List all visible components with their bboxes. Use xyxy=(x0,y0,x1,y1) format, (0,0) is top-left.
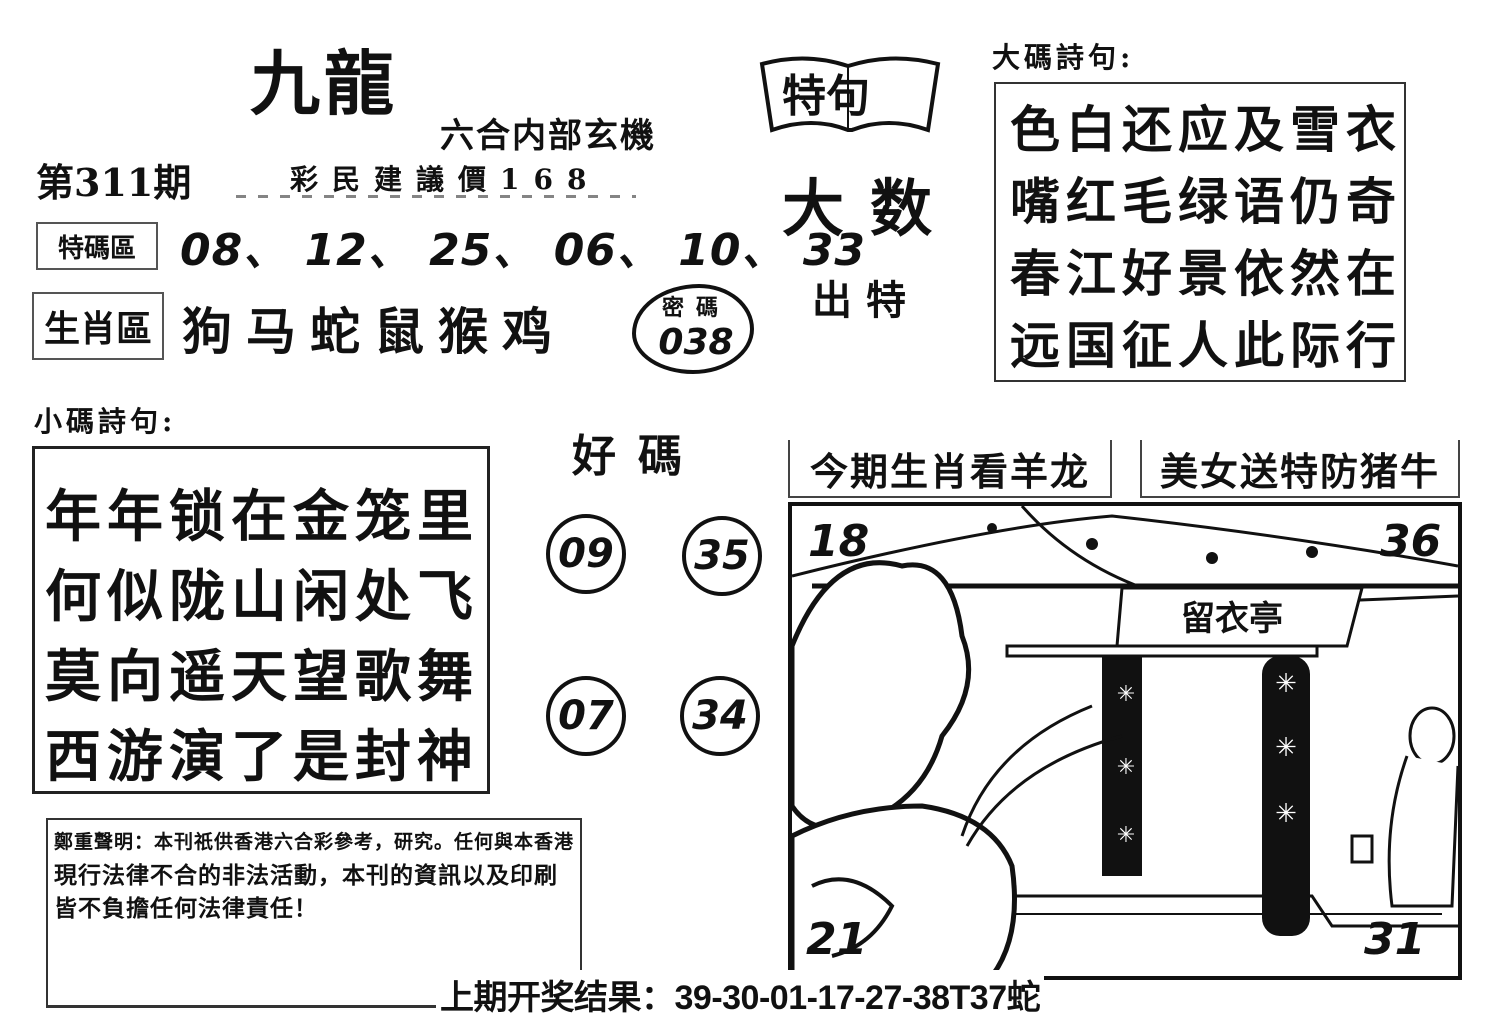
good-numbers-title: 好碼 xyxy=(572,431,704,482)
poem-line: 色白还应及雪衣 xyxy=(1010,100,1402,159)
disclaimer-line: 現行法律不合的非法活動，本刊的資訊以及印刷 xyxy=(54,862,558,889)
separator: 、 xyxy=(367,225,413,276)
zodiac-animal: 鸡 xyxy=(502,302,566,361)
good-number-ball: 34 xyxy=(680,676,760,756)
special-phrase-note: 出特 xyxy=(812,277,920,324)
disclaimer-line: 皆不負擔任何法律責任！ xyxy=(54,895,318,922)
svg-text:✳: ✳ xyxy=(1275,669,1297,699)
price-underline-divider xyxy=(236,195,636,198)
small-code-poem-box: 年年锁在金笼里 何似陇山闲处飞 莫向遥天望歌舞 西游演了是封神 xyxy=(32,446,490,794)
zodiac-zone-label: 生肖區 xyxy=(32,292,164,360)
last-draw-result: 上期开奖结果：39-30-01-17-27-38T37蛇 xyxy=(436,970,1045,1019)
open-book-icon xyxy=(759,56,941,133)
poem-line: 远国征人此际行 xyxy=(1010,316,1402,375)
good-number-ball: 07 xyxy=(546,676,626,756)
zodiac-animals: 狗马蛇鼠猴鸡 xyxy=(182,292,566,364)
suggested-price: 彩民建議價168 xyxy=(290,163,601,196)
big-code-poem-box: 色白还应及雪衣 嘴红毛绿语仍奇 春江好景依然在 远国征人此际行 xyxy=(994,82,1406,382)
special-code-number: 06 xyxy=(553,225,617,276)
secret-code-label: 密碼 xyxy=(661,295,730,321)
special-code-numbers: 08、 12、 25、 06、 10、 33 xyxy=(180,214,866,278)
secret-code-value: 038 xyxy=(658,322,734,363)
zodiac-tip-1: 今期生肖看羊龙 xyxy=(788,440,1112,498)
secret-code-cloud xyxy=(632,284,754,374)
special-code-number: 12 xyxy=(304,225,368,276)
big-code-poem-title: 大碼詩句: xyxy=(992,41,1135,74)
poem-line: 西游演了是封神 xyxy=(45,724,479,790)
issue-number: 第311期 xyxy=(36,160,192,205)
good-number-ball: 09 xyxy=(546,514,626,594)
poem-line: 莫向遥天望歌舞 xyxy=(45,644,479,710)
svg-text:✳: ✳ xyxy=(1117,823,1135,848)
special-code-number: 10 xyxy=(678,225,742,276)
page-title: 九龍 xyxy=(250,42,398,125)
special-code-zone-label: 特碼區 xyxy=(36,222,158,270)
svg-text:✳: ✳ xyxy=(1117,682,1135,707)
svg-text:✳: ✳ xyxy=(1117,755,1135,780)
zodiac-animal: 蛇 xyxy=(310,302,374,361)
special-code-number: 25 xyxy=(429,225,493,276)
corner-number-bottom-left: 21 xyxy=(806,914,868,965)
pavilion-illustration: 留衣亭 ✳ ✳ ✳ ✳ ✳ ✳ xyxy=(788,502,1462,980)
special-phrase-label: 特句 xyxy=(782,71,870,122)
small-code-poem-title: 小碼詩句: xyxy=(34,405,177,438)
disclaimer-line: 鄭重聲明：本刊祇供香港六合彩參考，研究。任何與本香港 xyxy=(54,831,575,853)
corner-number-top-left: 18 xyxy=(808,516,870,567)
zodiac-animal: 鼠 xyxy=(374,302,438,361)
sign-text: 留衣亭 xyxy=(1181,599,1283,639)
disclaimer-box: 鄭重聲明：本刊祇供香港六合彩參考，研究。任何與本香港 現行法律不合的非法活動，本… xyxy=(46,818,582,1008)
separator: 、 xyxy=(492,225,538,276)
zodiac-animal: 狗 xyxy=(182,302,246,361)
poem-line: 年年锁在金笼里 xyxy=(45,484,479,550)
svg-text:✳: ✳ xyxy=(1275,799,1297,829)
corner-number-bottom-right: 31 xyxy=(1364,914,1426,965)
good-number-ball: 35 xyxy=(682,516,762,596)
page-subtitle: 六合内部玄機 xyxy=(440,116,656,156)
special-code-number: 33 xyxy=(802,225,867,276)
big-number-text: 大数 xyxy=(782,172,959,245)
zodiac-animal: 猴 xyxy=(438,302,502,361)
zodiac-animal: 马 xyxy=(246,302,310,361)
separator: 、 xyxy=(741,225,787,276)
poem-line: 何似陇山闲处飞 xyxy=(45,564,479,630)
poem-line: 春江好景依然在 xyxy=(1010,244,1402,303)
svg-text:✳: ✳ xyxy=(1275,733,1297,763)
separator: 、 xyxy=(616,225,662,276)
separator: 、 xyxy=(243,225,289,276)
corner-number-top-right: 36 xyxy=(1380,516,1442,567)
zodiac-tip-2: 美女送特防猪牛 xyxy=(1140,440,1460,498)
pavilion-scene-image: 留衣亭 ✳ ✳ ✳ ✳ ✳ ✳ xyxy=(792,506,1458,976)
poem-line: 嘴红毛绿语仍奇 xyxy=(1010,172,1402,231)
special-code-number: 08 xyxy=(180,225,244,276)
